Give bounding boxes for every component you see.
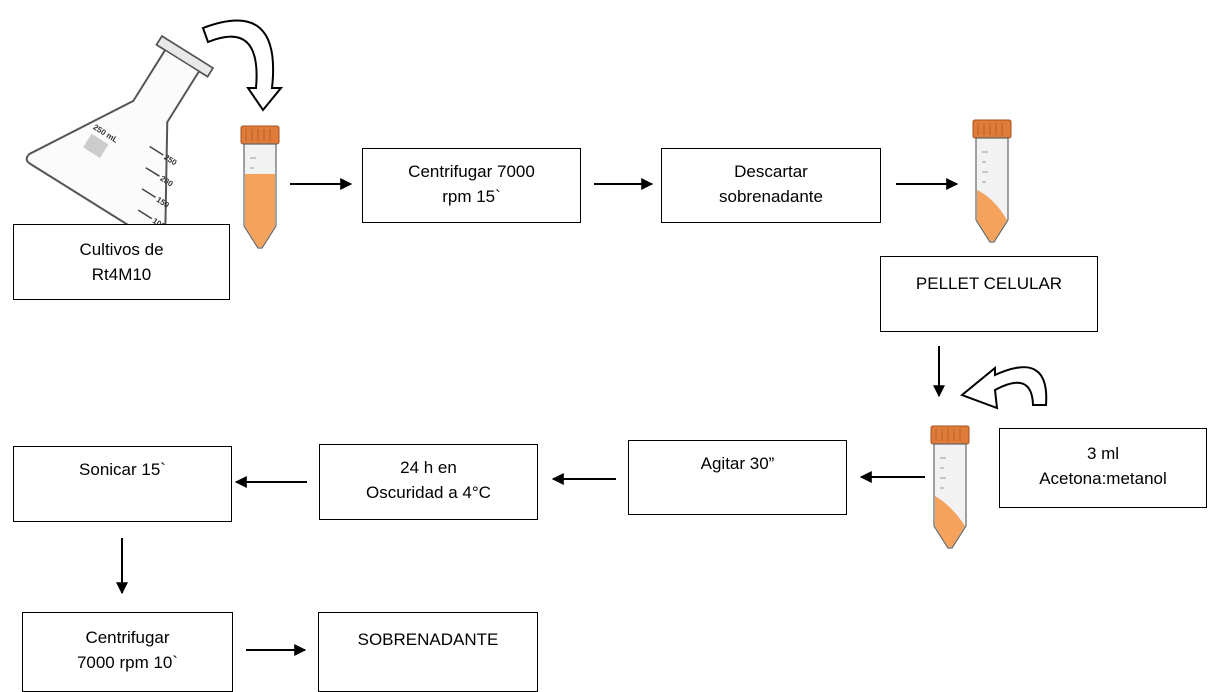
centrifuge-2-box: Centrifugar 7000 rpm 10` [22,612,233,692]
cultures-box: Cultivos de Rt4M10 [13,224,230,300]
cultures-line2: Rt4M10 [91,265,152,284]
centrifuge-2-line1: Centrifugar [85,628,170,647]
solvent-curve-arrow-icon [960,365,1048,410]
centrifuge-1-box: Centrifugar 7000 rpm 15` [362,148,581,223]
centrifuge-2-line2: 7000 rpm 10` [76,653,179,672]
pour-curve-arrow-icon [201,19,284,112]
dark-line1: 24 h en [400,458,457,477]
culture-tube-icon [240,125,280,249]
sonicate-label: Sonicar 15` [79,460,166,479]
supernatant-box: SOBRENADANTE [318,612,538,692]
solvent-line2: Acetona:metanol [1039,469,1167,488]
solvent-box: 3 ml Acetona:metanol [999,428,1207,508]
shake-box: Agitar 30” [628,440,847,515]
supernatant-label: SOBRENADANTE [357,630,499,649]
erlenmeyer-flask-icon [25,34,215,245]
cultures-line1: Cultivos de [79,240,164,259]
discard-line2: sobrenadante [719,187,823,206]
centrifuge-1-line1: Centrifugar 7000 [408,162,535,181]
centrifuge-1-line2: rpm 15` [442,187,501,206]
dark-incubation-box: 24 h en Oscuridad a 4°C [319,444,538,520]
dark-line2: Oscuridad a 4°C [366,483,491,502]
solvent-line1: 3 ml [1086,444,1120,463]
discard-line1: Descartar [734,162,808,181]
shake-label: Agitar 30” [700,454,775,473]
sonicate-box: Sonicar 15` [13,446,232,522]
pellet-label: PELLET CELULAR [915,274,1063,293]
extraction-tube-icon [930,425,970,549]
pellet-tube-icon [972,119,1012,243]
pellet-box: PELLET CELULAR [880,256,1098,332]
discard-box: Descartar sobrenadante [661,148,881,223]
